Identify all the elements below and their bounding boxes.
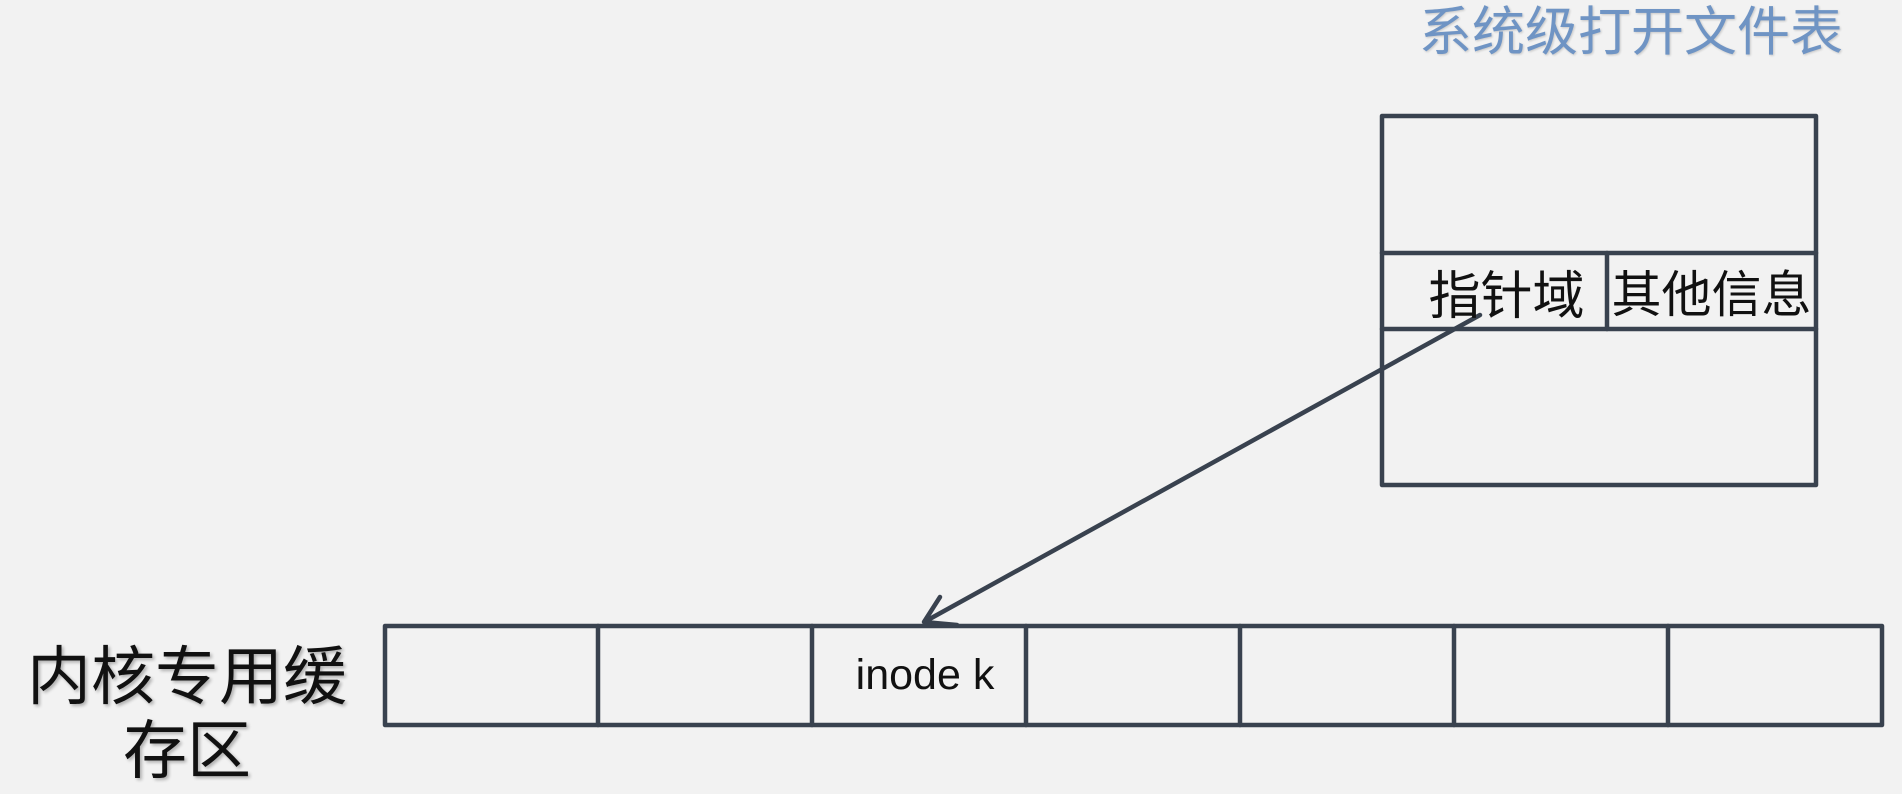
- buffer-cell: [1668, 626, 1882, 725]
- pointer-arrow: [921, 312, 1483, 628]
- open-file-table-box: [1379, 113, 1819, 488]
- pointer-arrow-head: [921, 594, 960, 628]
- pointer-field-cell: 指针域: [1428, 267, 1585, 326]
- kernel-buffer-row: [382, 623, 1885, 728]
- buffer-cell: [1240, 626, 1454, 725]
- diagram-title: 系统级打开文件表: [1419, 3, 1843, 62]
- kernel-buffer-box: [382, 623, 1885, 728]
- kernel-buffer-label: 内核专用缓存区: [27, 641, 347, 787]
- other-info-cell: 其他信息: [1611, 267, 1812, 323]
- buffer-cell-inode: inode k: [855, 651, 995, 699]
- buffer-cell: [598, 626, 812, 725]
- buffer-cell: [385, 626, 598, 725]
- buffer-cell: [1454, 626, 1668, 725]
- pointer-arrow-shaft: [923, 312, 1483, 624]
- buffer-cell: [1026, 626, 1240, 725]
